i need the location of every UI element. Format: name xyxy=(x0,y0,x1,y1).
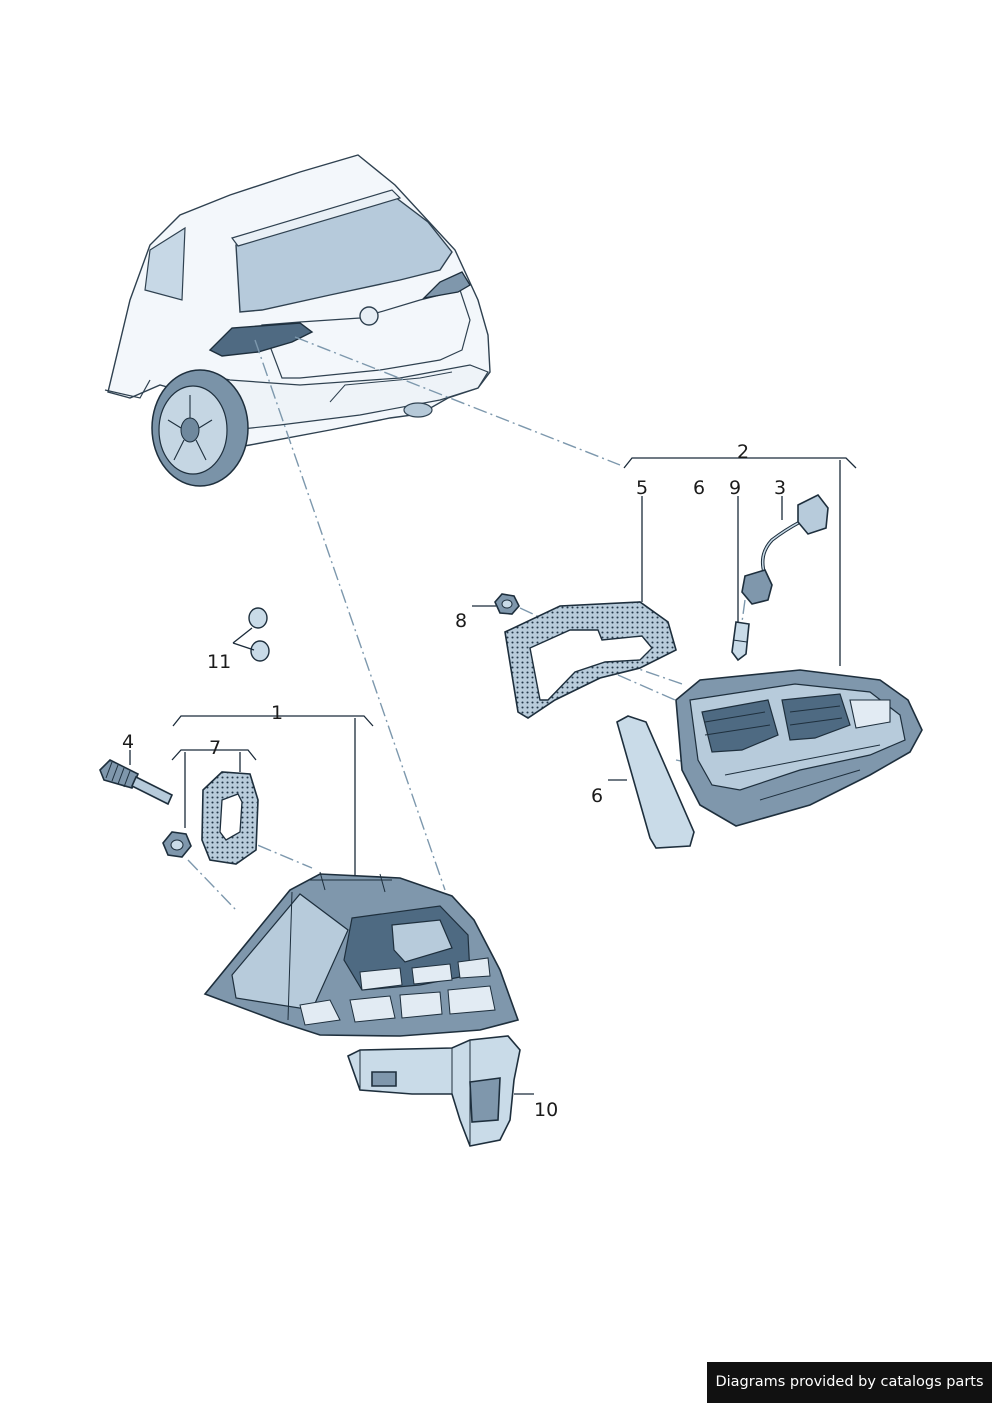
callout-10: 10 xyxy=(534,1099,558,1121)
callout-6-side: 6 xyxy=(591,785,603,807)
part-9-bulb xyxy=(731,621,750,662)
part-10-bracket xyxy=(347,1035,521,1147)
vehicle-rear-illustration xyxy=(104,154,491,487)
callout-4: 4 xyxy=(122,731,134,753)
assembly-2-tail-lamp-inner xyxy=(494,493,923,849)
callout-11: 11 xyxy=(207,651,231,673)
callout-6-top: 6 xyxy=(693,477,705,499)
part-6-seal-strip xyxy=(616,715,695,849)
callout-2: 2 xyxy=(737,441,749,463)
callout-9: 9 xyxy=(729,477,741,499)
callout-8: 8 xyxy=(455,610,467,632)
part-2-lamp-housing xyxy=(675,669,923,827)
part-5-gasket xyxy=(504,601,677,719)
callout-brackets xyxy=(129,457,857,1095)
part-11-caps xyxy=(248,607,270,662)
brand-badge xyxy=(359,306,379,326)
callout-3: 3 xyxy=(774,477,786,499)
rear-window xyxy=(235,196,453,313)
part-3-bulb-holder xyxy=(741,493,829,605)
part-7-gasket xyxy=(201,771,259,865)
body-tail-lamp-left xyxy=(208,322,314,357)
part-7-grommet xyxy=(162,831,192,858)
callout-1: 1 xyxy=(271,702,283,724)
callout-labels: 1 2 3 4 5 6 6 7 8 9 10 11 xyxy=(122,441,786,1121)
part-8-nut xyxy=(494,593,520,615)
callout-5: 5 xyxy=(636,477,648,499)
credit-watermark: Diagrams provided by catalogs parts xyxy=(707,1362,992,1403)
assembly-1-tail-lamp-outer xyxy=(99,607,521,1147)
part-4-screw xyxy=(99,759,174,806)
callout-7: 7 xyxy=(209,737,221,759)
part-1-outer-lamp xyxy=(203,871,520,1037)
